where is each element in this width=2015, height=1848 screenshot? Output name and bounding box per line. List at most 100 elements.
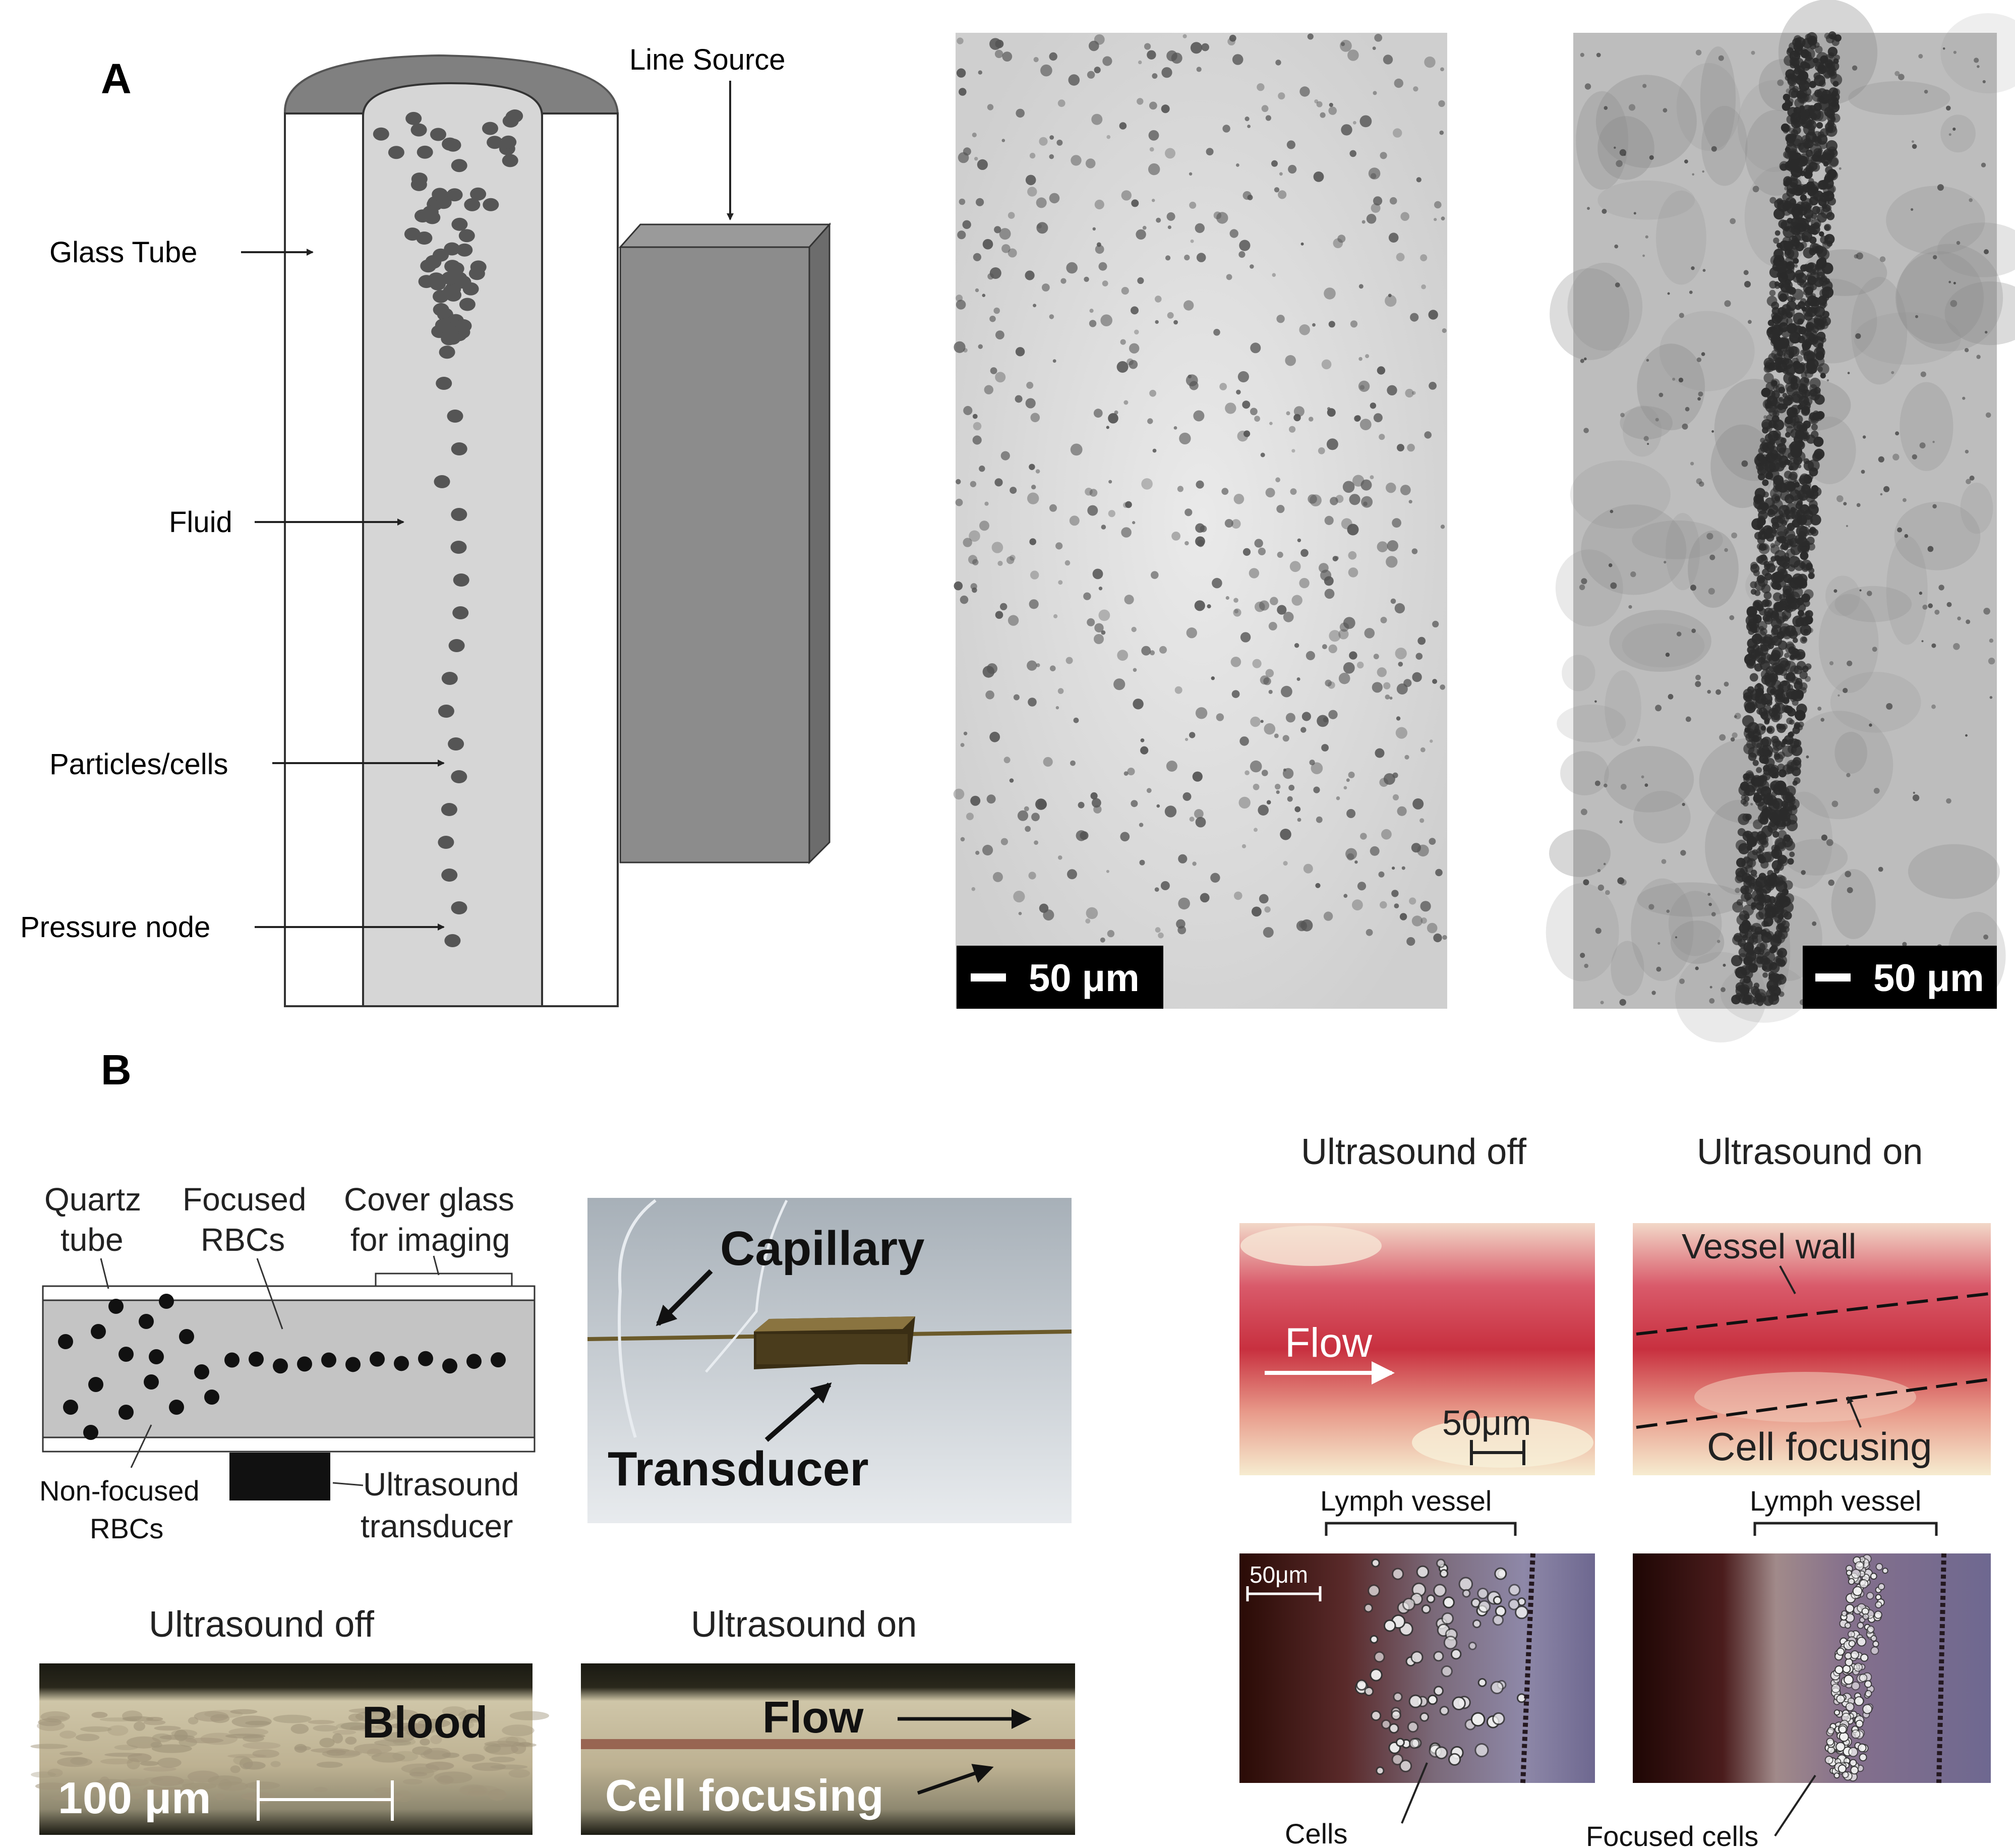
particle: [1762, 972, 1768, 978]
particle: [1250, 342, 1261, 354]
particle: [1772, 746, 1779, 754]
blood-texture: [423, 1748, 451, 1760]
particle: [1794, 415, 1803, 424]
flow-label-bottom: Flow: [762, 1692, 864, 1742]
particle: [1434, 201, 1442, 209]
particle: [1133, 699, 1144, 710]
particle: [963, 538, 972, 547]
particle: [956, 68, 966, 78]
particle: [1070, 760, 1076, 766]
particle: [1602, 209, 1607, 214]
blood-texture: [314, 1787, 328, 1793]
particle: [1049, 135, 1054, 140]
particle: [1785, 625, 1796, 637]
particle: [1942, 47, 1945, 50]
particle: [1664, 561, 1667, 564]
particle: [1027, 187, 1037, 197]
blood-texture: [243, 1742, 281, 1749]
particle: [1771, 522, 1780, 530]
particle: [1806, 217, 1811, 222]
lymph-cell: [1439, 1569, 1449, 1578]
particle: [1398, 662, 1403, 667]
particle: [1745, 995, 1755, 1004]
particle: [1766, 654, 1773, 661]
particle: [1981, 162, 1986, 167]
ultrasound-label-2: transducer: [361, 1508, 513, 1544]
particle: [1730, 737, 1735, 742]
particle: [1053, 614, 1058, 618]
particle: [1732, 732, 1738, 738]
particle: [1580, 808, 1587, 816]
particle: [1867, 591, 1872, 596]
particle: [1275, 477, 1281, 483]
particle: [1129, 360, 1138, 369]
particle: [1773, 249, 1784, 258]
particle: [1428, 310, 1438, 320]
particle: [1182, 792, 1192, 801]
particle: [1787, 523, 1795, 531]
particle: [1786, 312, 1792, 318]
particle: [1094, 67, 1101, 74]
particle: [1085, 158, 1096, 168]
particle: [1107, 930, 1115, 938]
particle: [1121, 190, 1132, 201]
particle: [1259, 600, 1270, 611]
particle: [1715, 689, 1722, 695]
particle: [1194, 600, 1205, 611]
particle: [1784, 394, 1794, 405]
particle: [1794, 777, 1801, 784]
particle: [1679, 313, 1684, 318]
particle: [1647, 443, 1649, 445]
particle: [1806, 181, 1815, 191]
particle: [1065, 657, 1073, 664]
blood-texture: [140, 1761, 159, 1766]
particle: [1073, 717, 1079, 723]
particle: [1982, 80, 1986, 84]
particle: [963, 731, 968, 736]
particle: [1711, 146, 1717, 152]
particle: [1231, 690, 1240, 698]
lymph-cell: [1845, 1658, 1853, 1667]
particle: [1116, 361, 1129, 373]
blotch: [1940, 13, 2015, 94]
rbc-dot: [108, 1299, 124, 1314]
particle: [1827, 197, 1836, 206]
particle: [1808, 526, 1810, 528]
lymph-cell: [1492, 1712, 1505, 1725]
scale-bar-label-1: 50 μm: [1029, 957, 1140, 1000]
particle: [1055, 542, 1063, 550]
particle: [1224, 519, 1233, 528]
right-off-title: Ultrasound off: [1301, 1132, 1527, 1172]
blood-texture: [107, 1725, 129, 1736]
particle: [1341, 42, 1345, 46]
particle: [482, 122, 498, 135]
particle: [1856, 252, 1863, 260]
particle: [1922, 604, 1928, 610]
blood-texture: [150, 1776, 184, 1786]
rbc-dot: [204, 1390, 219, 1405]
particle: [1932, 504, 1937, 509]
particle: [1027, 492, 1039, 504]
particle: [1392, 794, 1399, 800]
particle: [963, 348, 968, 353]
particle: [1750, 589, 1757, 595]
particle: [1754, 956, 1765, 968]
particle: [1816, 267, 1825, 276]
particle: [1420, 254, 1428, 262]
particle: [1780, 163, 1788, 171]
particle: [960, 743, 965, 747]
blood-texture: [353, 1744, 392, 1754]
particle: [442, 285, 459, 299]
particle: [1763, 373, 1774, 383]
particle: [1313, 786, 1320, 793]
blotch: [1886, 186, 1985, 255]
particle: [1891, 371, 1894, 374]
particle: [1752, 881, 1763, 892]
particle: [1260, 720, 1264, 723]
particle: [434, 475, 450, 488]
particle: [1785, 256, 1794, 266]
particle: [1735, 888, 1740, 893]
particle: [1789, 851, 1795, 857]
particle: [1380, 152, 1387, 159]
particle: [1810, 391, 1820, 401]
